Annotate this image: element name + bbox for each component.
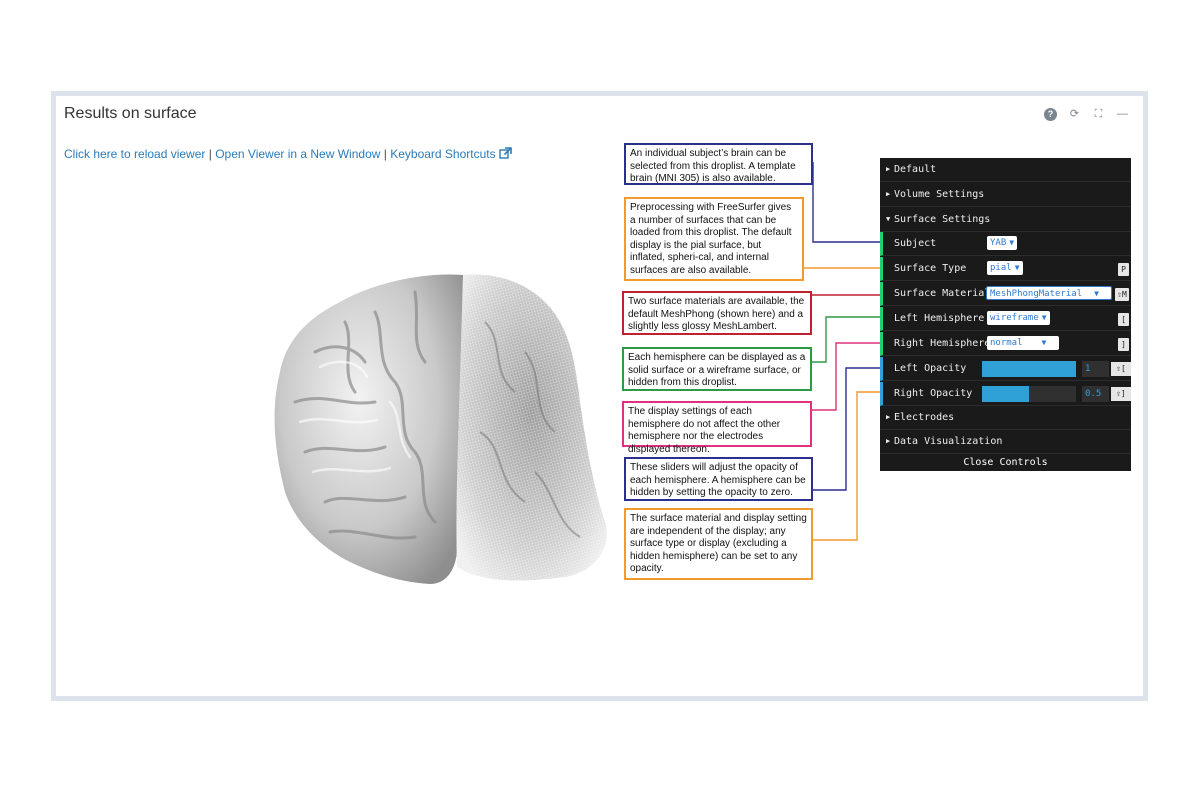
close-controls-button[interactable]: Close Controls [963, 457, 1048, 468]
surface-type-select[interactable]: pial▼ [987, 261, 1023, 275]
annotation-opacity-independent: The surface material and display setting… [624, 508, 813, 580]
annotation-opacity-sliders: These sliders will adjust the opacity of… [624, 457, 813, 501]
caret-right-icon: ▶ [886, 437, 891, 445]
annotation-surface-type: Preprocessing with FreeSurfer gives a nu… [624, 197, 804, 281]
panel-title: Results on surface [64, 105, 197, 122]
left-opacity-row: Left Opacity 1 ⇧[ [880, 357, 1131, 381]
left-hemisphere-row: Left Hemisphere wireframe▼ [ [880, 307, 1131, 331]
annotation-surface-material: Two surface materials are available, the… [622, 291, 812, 335]
right-opacity-row: Right Opacity 0.5 ⇧] [880, 382, 1131, 406]
subject-select[interactable]: YAB▼ [987, 236, 1018, 250]
shift-icon: ⇧ [1117, 290, 1122, 299]
caret-right-icon: ▶ [886, 413, 891, 421]
chevron-down-icon: ▼ [1094, 289, 1099, 298]
shortcut-key: M [1122, 290, 1127, 299]
subject-label: Subject [894, 238, 937, 249]
annotation-hemisphere-display: Each hemisphere can be displayed as a so… [622, 347, 812, 391]
expand-icon[interactable]: ⛶ [1094, 108, 1103, 120]
folder-default[interactable]: ▶Default [880, 158, 1131, 182]
slider-fill [982, 386, 1029, 402]
link-separator: | [383, 147, 387, 161]
left-hemisphere-label: Left Hemisphere [894, 313, 985, 324]
surface-material-value: MeshPhongMaterial [990, 289, 1083, 299]
right-hemisphere-row: Right Hemisphere normal ▼ ] [880, 332, 1131, 356]
open-new-window-link[interactable]: Open Viewer in a New Window [215, 147, 381, 161]
annotation-subject: An individual subject’s brain can be sel… [624, 143, 813, 185]
left-opacity-input[interactable]: 1 [1082, 361, 1109, 377]
left-opacity-label: Left Opacity [894, 363, 967, 374]
folder-label: Data Visualization [894, 436, 1003, 447]
viewer-links: Click here to reload viewer | Open Viewe… [64, 147, 512, 161]
panel-toolbar: ? ⟳ ⛶ — [1044, 108, 1129, 121]
surface-material-label: Surface Material [894, 288, 991, 299]
left-opacity-slider[interactable] [982, 361, 1076, 377]
keyboard-shortcuts-label: Keyboard Shortcuts [390, 147, 496, 161]
controls-panel: ▶Default ▶Volume Settings ▼Surface Setti… [880, 158, 1131, 471]
surface-type-label: Surface Type [894, 263, 967, 274]
link-separator: | [208, 147, 212, 161]
left-hemisphere-value: wireframe [990, 313, 1039, 323]
right-hemisphere-value: normal [990, 338, 1023, 348]
folder-label: Surface Settings [894, 214, 991, 225]
chevron-down-icon: ▼ [1009, 238, 1015, 247]
shortcut-key-badge: [ [1118, 313, 1129, 326]
folder-label: Volume Settings [894, 189, 985, 200]
right-hemisphere [456, 274, 607, 581]
right-hemisphere-select[interactable]: normal ▼ [987, 336, 1059, 350]
help-icon[interactable]: ? [1044, 108, 1057, 121]
folder-label: Electrodes [894, 412, 955, 423]
subject-row: Subject YAB▼ [880, 232, 1131, 256]
caret-right-icon: ▶ [886, 165, 891, 173]
surface-material-select[interactable]: MeshPhongMaterial ▼ [986, 286, 1112, 300]
folder-volume-settings[interactable]: ▶Volume Settings [880, 183, 1131, 207]
folder-electrodes[interactable]: ▶Electrodes [880, 406, 1131, 430]
refresh-icon[interactable]: ⟳ [1069, 108, 1080, 120]
shortcut-key-badge: P [1118, 263, 1129, 276]
minimize-icon[interactable]: — [1117, 108, 1128, 120]
chevron-down-icon: ▼ [1041, 313, 1047, 322]
right-hemisphere-label: Right Hemisphere [894, 338, 991, 349]
surface-type-row: Surface Type pial▼ P [880, 257, 1131, 281]
subject-value: YAB [990, 238, 1007, 248]
shortcut-key-badge: ⇧M [1115, 288, 1129, 301]
shortcut-key-badge: ⇧[ [1111, 362, 1131, 376]
brain-render[interactable] [225, 172, 630, 602]
caret-down-icon: ▼ [886, 215, 891, 223]
chevron-down-icon: ▼ [1041, 338, 1047, 347]
shortcut-key-badge: ⇧] [1111, 387, 1131, 401]
right-opacity-slider[interactable] [982, 386, 1076, 402]
folder-surface-settings[interactable]: ▼Surface Settings [880, 208, 1131, 232]
surface-type-value: pial [990, 263, 1012, 273]
external-link-icon [499, 147, 512, 159]
folder-data-visualization[interactable]: ▶Data Visualization [880, 430, 1131, 454]
caret-right-icon: ▶ [886, 190, 891, 198]
surface-material-row: Surface Material MeshPhongMaterial ▼ ⇧M [880, 282, 1131, 306]
shortcut-key-badge: ] [1118, 338, 1129, 351]
chevron-down-icon: ▼ [1014, 263, 1020, 272]
right-opacity-input[interactable]: 0.5 [1082, 386, 1109, 402]
reload-viewer-link[interactable]: Click here to reload viewer [64, 147, 206, 161]
right-opacity-label: Right Opacity [894, 388, 973, 399]
keyboard-shortcuts-link[interactable]: Keyboard Shortcuts [390, 147, 512, 161]
slider-fill [982, 361, 1076, 377]
left-hemisphere-select[interactable]: wireframe▼ [987, 311, 1050, 325]
folder-label: Default [894, 164, 937, 175]
left-hemisphere [274, 274, 463, 584]
annotation-hemisphere-independent: The display settings of each hemisphere … [622, 401, 812, 455]
